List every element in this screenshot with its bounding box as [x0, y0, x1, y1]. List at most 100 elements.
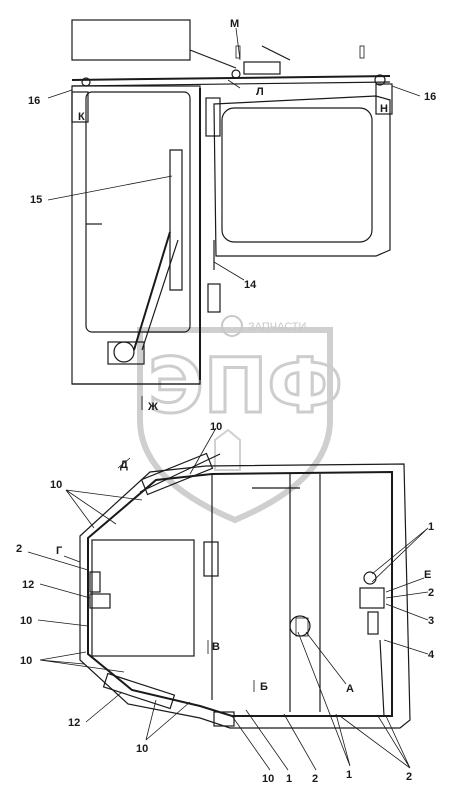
watermark-logo-letters: ЭПФ	[148, 341, 343, 430]
right-module	[359, 587, 385, 609]
component-a-body	[295, 617, 309, 637]
leader-e	[385, 577, 425, 593]
label-a: А	[346, 683, 354, 695]
label-1-bottom-b: 1	[346, 769, 352, 781]
connector-right	[374, 74, 386, 86]
post-2	[359, 45, 365, 59]
label-2-bottom-a: 2	[312, 773, 318, 785]
leader-10-left-a	[65, 489, 143, 529]
left-comp-2	[89, 593, 111, 609]
top-connector-tube	[140, 452, 214, 496]
label-l: Л	[256, 86, 264, 98]
watermark-gear-icon	[221, 315, 243, 337]
label-d: Д	[120, 459, 128, 471]
pillar-block	[203, 541, 219, 577]
label-10-left-c: 10	[20, 655, 32, 667]
leader-2-bottom-a	[283, 713, 317, 771]
leader-10-left-b	[37, 619, 89, 627]
leader-3-right	[385, 603, 429, 621]
wiper-motor-icon	[113, 341, 135, 363]
label-b: Б	[260, 681, 268, 693]
wiper-motor-housing	[107, 341, 145, 365]
left-door-frame	[71, 85, 201, 385]
label-3-right: 3	[428, 615, 434, 627]
wire-to-m	[189, 49, 237, 69]
wiper-arm	[133, 231, 171, 351]
label-2-bottom-b: 2	[406, 771, 412, 783]
label-16-left: 16	[28, 95, 40, 107]
view-arrow-d	[117, 457, 131, 469]
label-12-left-b: 12	[68, 717, 80, 729]
label-2-left: 2	[16, 543, 22, 555]
label-15: 15	[30, 194, 42, 206]
leader-15	[47, 175, 173, 201]
label-e: Е	[424, 569, 431, 581]
leader-10-top	[189, 427, 217, 475]
floor-harness-loop	[87, 470, 393, 717]
watermark-text: ЗАПЧАСТИ	[248, 321, 306, 333]
label-2-right: 2	[428, 587, 434, 599]
label-10-left-b: 10	[20, 615, 32, 627]
leader-2-bottom-b	[339, 715, 411, 769]
label-16-right: 16	[424, 91, 436, 103]
label-1-right: 1	[428, 521, 434, 533]
roof-harness	[71, 75, 391, 81]
pillar-module-upper	[205, 97, 221, 137]
leader-4-right	[383, 639, 429, 655]
label-10-bottom-b: 10	[262, 773, 274, 785]
leader-1-bottom-b	[297, 631, 351, 767]
label-n: Н	[380, 103, 388, 115]
watermark-shield-icon	[137, 327, 333, 524]
component-e-icon	[363, 571, 377, 585]
wiper-arm-2	[141, 239, 179, 351]
roof-harness-lower	[71, 81, 391, 87]
label-g: Г	[56, 545, 63, 557]
leader-16-right	[391, 85, 421, 97]
bracket-k	[71, 91, 89, 123]
leader-10-bottom-b	[231, 715, 271, 771]
label-10-top: 10	[210, 421, 222, 433]
leader-14	[213, 261, 245, 281]
view-arrow-g	[63, 555, 81, 563]
label-zh: Ж	[147, 401, 158, 413]
bracket-n	[375, 83, 393, 115]
leader-12-left-b	[85, 691, 123, 723]
label-14: 14	[244, 279, 257, 291]
label-10-left-a: 10	[50, 479, 62, 491]
connector-m	[231, 69, 241, 79]
top-view-cab: М Л К Н 16 16 15 14 Ж	[28, 18, 436, 413]
right-wire-down	[379, 639, 385, 717]
label-10-bottom-a: 10	[136, 743, 148, 755]
leader-16-left	[47, 89, 73, 99]
watermark: ЗАПЧАСТИ ЭПФ	[137, 315, 344, 524]
label-k: К	[78, 111, 85, 123]
leader-10-left-c	[39, 651, 125, 673]
bottom-view-cab: 10 Д 10 2 Г 12 10 10 12 10 10 1 2 1 2 1 …	[16, 421, 435, 785]
left-door-glass	[85, 91, 191, 333]
pillar-module-lower	[207, 283, 221, 313]
watermark-building-icon	[214, 428, 241, 471]
leader-l	[227, 79, 241, 89]
label-4-right: 4	[428, 649, 435, 661]
module-m	[243, 61, 281, 75]
leader-2-left	[27, 551, 89, 571]
wiper-blade	[169, 149, 183, 291]
leader-m	[235, 27, 241, 61]
roof-box	[71, 19, 191, 61]
leader-12-left-a	[39, 583, 91, 599]
rear-window	[91, 539, 195, 657]
leader-1-bottom-a	[245, 709, 289, 771]
leader-a	[305, 631, 347, 685]
right-window-outer	[213, 95, 391, 257]
leader-2-right	[385, 591, 429, 599]
label-m: М	[230, 18, 239, 30]
label-12-left-a: 12	[22, 579, 34, 591]
right-window-glass	[221, 107, 373, 243]
label-1-bottom-a: 1	[286, 773, 292, 785]
left-comp-1	[89, 571, 101, 593]
label-v: В	[212, 641, 220, 653]
bottom-connector-tube	[102, 672, 176, 710]
top-wire-tube	[139, 453, 221, 493]
